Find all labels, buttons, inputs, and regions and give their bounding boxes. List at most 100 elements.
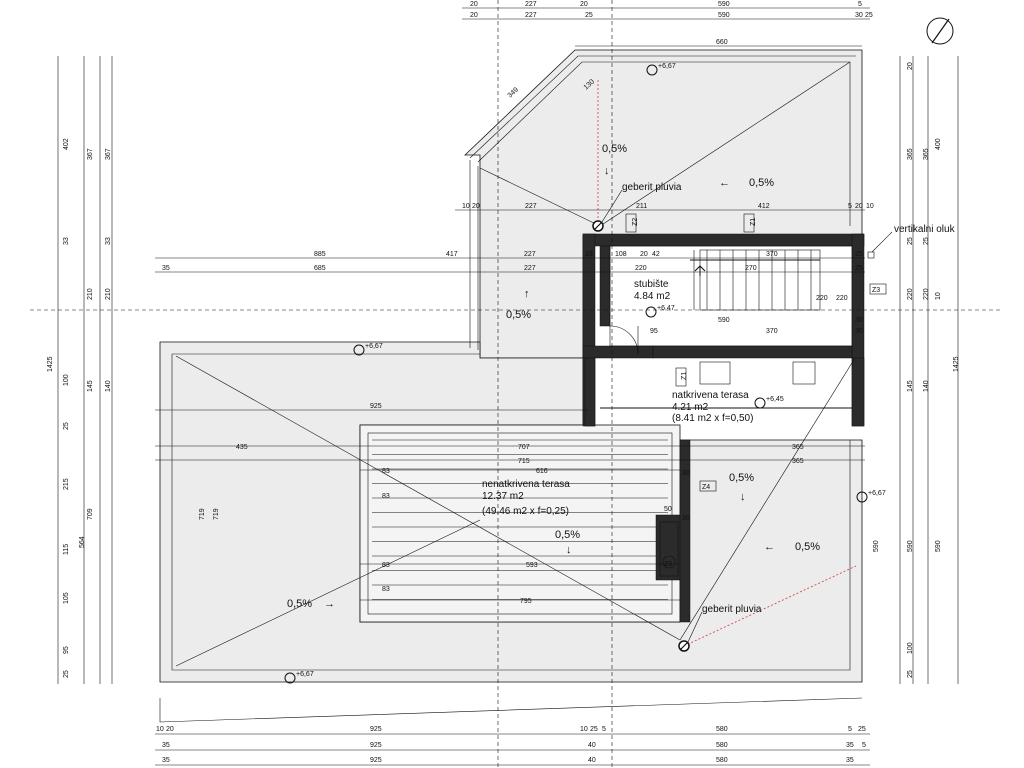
dim-i22: 25 <box>855 265 863 272</box>
left-dimension-text: 1425 <box>47 356 54 372</box>
right-dimension-text: 220 <box>907 288 914 300</box>
north-arrow-icon <box>926 17 954 45</box>
dim-m3: 435 <box>236 444 248 451</box>
dim-m13: 83 <box>382 493 390 500</box>
level-5: +6,67 <box>868 490 886 497</box>
right-dimension-text: 25 <box>907 237 914 245</box>
dim-i16: 25 <box>855 251 863 258</box>
gutter: vertikalni oluk <box>867 224 956 259</box>
dim-b1-2: 925 <box>370 726 382 733</box>
right-dimension-text: 590 <box>873 540 880 552</box>
dim-m4: 715 <box>518 458 530 465</box>
bottom-dimension-lines: 10 20 925 10 25 5 580 5 25 35 925 40 580… <box>155 697 870 766</box>
room-covered-area: 4.21 m2 <box>672 402 709 413</box>
arrow-down-icon: ↓ <box>566 544 572 556</box>
arrow-left-icon: ← <box>719 177 730 189</box>
room-covered-calc: (8.41 m2 x f=0,50) <box>672 413 753 424</box>
dim-b3-0: 35 <box>162 757 170 764</box>
slope-label-7: 0,5% <box>287 598 312 610</box>
level-4: +6,45 <box>766 396 784 403</box>
right-dimension-text: 1425 <box>953 356 960 372</box>
right-dimension-text: 365 <box>907 148 914 160</box>
dim-i10: 227 <box>524 251 536 258</box>
room-labels: stubište 4.84 m2 natkrivena terasa 4.21 … <box>482 279 753 517</box>
dim-i13: 20 <box>640 251 648 258</box>
dim-s5: 220 <box>816 295 828 302</box>
left-dimension-text: 367 <box>87 148 94 160</box>
dim-b1-1: 20 <box>166 726 174 733</box>
level-2: +6,47 <box>657 305 675 312</box>
slope-label-2: 0,5% <box>749 177 774 189</box>
dim-b1-4: 25 <box>590 726 598 733</box>
dim-i1: 20 <box>472 203 480 210</box>
tag-z4: Z4 <box>702 484 710 491</box>
dim-b1-8: 25 <box>858 726 866 733</box>
left-dimension-text: 145 <box>87 380 94 392</box>
level-marker-icon <box>645 306 657 318</box>
dim-top-d: 590 <box>718 1 730 8</box>
right-dimension-text: 220 <box>923 288 930 300</box>
tag-z5: Z5 <box>664 561 672 568</box>
arrow-down-icon: ↓ <box>604 165 610 177</box>
drain-label-2: geberit pluvia <box>702 604 762 615</box>
dim-s4: 30 <box>855 328 863 335</box>
right-dimension-text: 365 <box>923 148 930 160</box>
slope-label-1: 0,5% <box>602 143 627 155</box>
tag-z1-b: Z1 <box>681 372 688 380</box>
dim-i3: 211 <box>636 203 647 210</box>
dim-349: 349 <box>507 86 520 99</box>
left-dimension-text: 402 <box>63 138 70 150</box>
stair-treads <box>693 250 812 310</box>
dim-i21: 270 <box>745 265 757 272</box>
dim-s3: 95 <box>650 328 658 335</box>
arrow-left-icon: ← <box>764 541 775 553</box>
left-dimension-text: 115 <box>63 544 70 555</box>
left-dimension-text: 33 <box>105 237 112 245</box>
inner-dimension-texts: 10 20 227 211 412 5 20 10 885 417 227 33… <box>162 203 874 605</box>
arrow-down-icon: ↓ <box>740 491 746 503</box>
dim-m10: 593 <box>526 562 538 569</box>
room-open-calc: (49.46 m2 x f=0,25) <box>482 506 569 517</box>
left-dimension-text: 719 <box>199 508 206 520</box>
room-open-name: nenatkrivena terasa <box>482 479 570 490</box>
top-dimension-lines: 20 227 20 590 5 20 227 25 590 30 25 660 <box>462 1 873 47</box>
dim-b1-0: 10 <box>156 726 164 733</box>
dim-i7: 10 <box>866 203 874 210</box>
tag-z1-a: Z1 <box>750 218 757 226</box>
dim-top-b: 227 <box>525 1 537 8</box>
left-dimension-text: 140 <box>105 380 112 392</box>
dim-top-c: 20 <box>580 1 588 8</box>
dim-m7: 30 <box>682 470 690 477</box>
level-marker-icon <box>754 397 766 409</box>
dim-i12: 108 <box>615 251 627 258</box>
dim-b3-4: 35 <box>846 757 854 764</box>
dim-top2-b: 227 <box>525 12 537 19</box>
dim-m8: 50 <box>664 506 672 513</box>
dim-i2: 227 <box>525 203 537 210</box>
interior-dimension-lines <box>30 0 1000 768</box>
room-covered-name: natkrivena terasa <box>672 390 749 401</box>
dim-b1-6: 580 <box>716 726 728 733</box>
dim-s0: 590 <box>718 317 730 324</box>
dim-i4: 412 <box>758 203 770 210</box>
right-dimension-text: 140 <box>923 380 930 392</box>
right-dimension-text: 590 <box>935 540 942 552</box>
dim-top2-e: 30 <box>855 12 863 19</box>
dim-i9: 417 <box>446 251 458 258</box>
dim-i20: 220 <box>635 265 647 272</box>
left-dimension-text: 367 <box>105 148 112 160</box>
dim-i8: 885 <box>314 251 326 258</box>
level-marker-icon <box>284 672 296 684</box>
left-dimension-text: 25 <box>63 422 70 430</box>
dim-i15: 370 <box>766 251 778 258</box>
drain-label-1: geberit pluvia <box>622 182 682 193</box>
dim-m6: 616 <box>536 468 548 475</box>
dim-b2-3: 580 <box>716 742 728 749</box>
dim-top2-f: 25 <box>865 12 873 19</box>
slope-label-6: 0,5% <box>555 529 580 541</box>
left-dimension-text: 215 <box>63 478 70 490</box>
dim-b2-4: 35 <box>846 742 854 749</box>
